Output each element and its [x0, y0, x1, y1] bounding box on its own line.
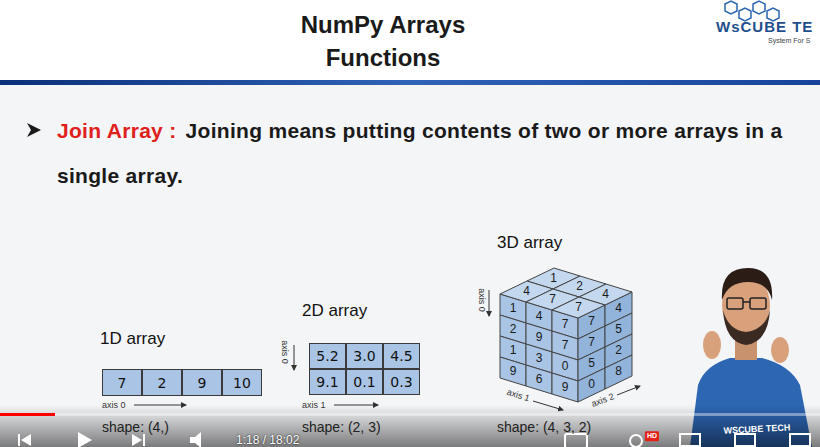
cell-value: 3.0: [353, 348, 375, 364]
shape-label: shape: (4, 3, 2): [497, 420, 591, 435]
cube-value: 9: [536, 331, 543, 344]
cube-value: 1: [550, 272, 557, 285]
cube-cell: [500, 357, 526, 386]
player-right-buttons: [565, 434, 810, 447]
cube-value: 7: [588, 336, 595, 349]
cube-value: 7: [588, 315, 595, 328]
axis-label: axis 0: [279, 340, 289, 364]
array-cell: 5.2: [309, 343, 346, 369]
axis-label: axis 1: [302, 401, 326, 411]
cube-value: 0: [588, 378, 595, 391]
cube-value: 7: [562, 318, 569, 331]
cell-value: 2: [158, 375, 167, 391]
content-ground: [0, 85, 820, 447]
cube-cell: [526, 365, 552, 394]
cube-value: 9: [562, 381, 569, 394]
cube-value: 9: [510, 365, 517, 378]
cube-value: 4: [615, 302, 622, 315]
presenter-hair: [722, 268, 772, 300]
presenter-hand: [703, 331, 721, 359]
header-ground: [0, 0, 820, 80]
hd-badge: HD: [645, 431, 659, 441]
video-time: 1:18 / 18:02: [236, 434, 299, 447]
cube-value: 1: [510, 344, 517, 357]
presenter-glasses: [727, 298, 766, 309]
cell-value: 4.5: [390, 348, 412, 364]
term-heading: Join Array :: [57, 119, 177, 142]
cell-value: 0.3: [390, 374, 412, 390]
cube-value: 7: [549, 293, 556, 306]
progress-played: [0, 413, 55, 416]
cell-value: 0.1: [353, 374, 375, 390]
cube-value: 2: [615, 344, 622, 357]
array-cell: 10: [222, 369, 262, 396]
cube-value: 7: [562, 339, 569, 352]
cube-value: 0: [562, 360, 569, 373]
controls-shade: [0, 405, 820, 447]
header-rule: [0, 80, 820, 85]
cell-value: 5.2: [316, 348, 338, 364]
axis-label: axis 0: [476, 288, 486, 312]
cube-value: 1: [510, 302, 517, 315]
bullet-paragraph: Join Array :Joining means putting conten…: [57, 108, 815, 198]
cube-value: 4: [523, 285, 530, 298]
cube-value: 4: [536, 310, 543, 323]
shape-label: shape: (2, 3): [302, 420, 381, 435]
array-title: 3D array: [497, 234, 562, 253]
array-cell: 4.5: [383, 343, 420, 369]
array-cell: 9.1: [309, 369, 346, 395]
array-title: 1D array: [100, 330, 165, 349]
array-cell: 7: [102, 369, 142, 396]
cube-value: 2: [510, 323, 517, 336]
bullet-arrow: [27, 123, 41, 137]
presenter-hand: [771, 337, 789, 363]
array-cell: 3.0: [346, 343, 383, 369]
cube-value: 7: [575, 301, 582, 314]
cell-value: 7: [118, 375, 127, 391]
cube-value: 2: [576, 280, 583, 293]
array-cell: 9: [182, 369, 222, 396]
progress-track: [0, 413, 820, 416]
cell-value: 10: [233, 375, 251, 391]
cube-value: 8: [615, 365, 622, 378]
cube-value: 5: [615, 323, 622, 336]
axis-label: axis 0: [102, 401, 126, 411]
logo-text: WsCUBE TE: [716, 19, 813, 36]
logo-tagline: System For S: [768, 37, 810, 45]
cube-value: 6: [536, 373, 543, 386]
shape-label: shape: (4,): [102, 420, 169, 435]
cell-value: 9: [198, 375, 207, 391]
array-cell: 0.1: [346, 369, 383, 395]
cell-value: 9.1: [316, 374, 338, 390]
presenter-beard: [723, 310, 770, 345]
slide-title: NumPy Arrays Functions: [283, 8, 483, 74]
cube-3d-array: [500, 268, 632, 402]
cube-cell: [552, 297, 605, 318]
array-title: 2D array: [302, 302, 367, 321]
cube-value: 5: [588, 357, 595, 370]
cube-value: 4: [602, 288, 609, 301]
cube-cell: [552, 373, 578, 402]
array-cell: 2: [142, 369, 182, 396]
cube-cell: [605, 355, 632, 389]
axis-arrows: [134, 290, 640, 410]
cube-value: 3: [536, 352, 543, 365]
array-cell: 0.3: [383, 369, 420, 395]
